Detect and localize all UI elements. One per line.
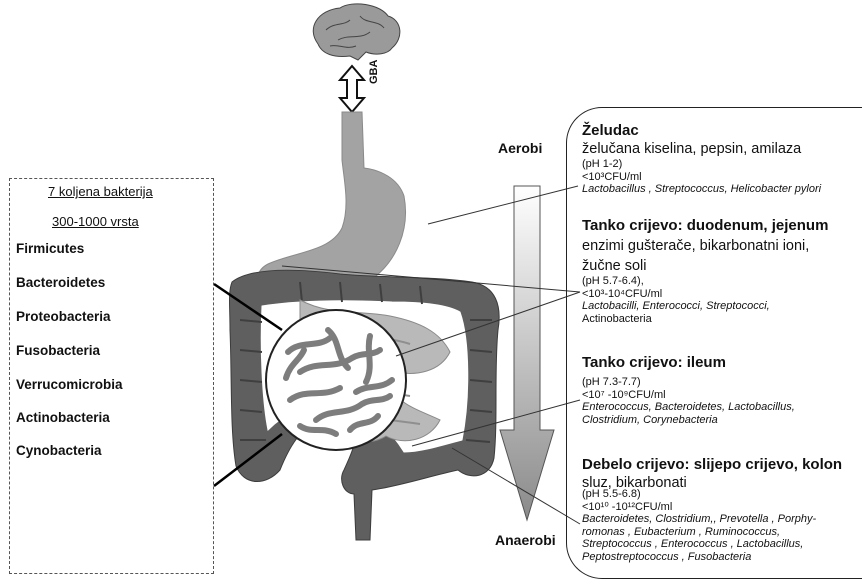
section-zeludac: Želudac želučana kiselina, pepsin, amila… [582,122,862,196]
aerobi-label: Aerobi [498,140,542,156]
section-cfu: <10¹⁰ -10¹²CFU/ml [582,501,862,514]
anaerobi-label: Anaerobi [495,532,556,548]
section-cfu: <10³CFU/ml [582,171,862,184]
section-text: želučana kiselina, pepsin, amilaza [582,140,862,158]
section-bacteria: romonas , Eubacterium , Ruminococcus, [582,526,862,539]
section-ileum: Tanko crijevo: ileum (pH 7.3-7.7) <10⁷ -… [582,354,862,426]
section-bacteria: Peptostreptococcus , Fusobacteria [582,551,862,564]
section-bacteria: Clostridium, Corynebacteria [582,414,862,427]
section-title: Debelo crijevo: slijepo crijevo, kolon [582,456,862,474]
phylum-item: Firmicutes [16,241,84,256]
section-bacteria: Actinobacteria [582,313,862,326]
section-bacteria: Bacteroidetes, Clostridium,, Prevotella … [582,513,862,526]
phylum-item: Cynobacteria [16,443,102,458]
phylum-item: Verrucomicrobia [16,377,123,392]
gba-double-arrow [340,66,364,112]
section-ph: (pH 1-2) [582,158,862,171]
section-bacteria: Enterococcus, Bacteroidetes, Lactobacill… [582,401,862,414]
phylum-item: Actinobacteria [16,410,110,425]
section-ph: (pH 5.7-6.4), [582,275,862,288]
section-bacteria: Lactobacilli, Enterococci, Streptococci, [582,300,862,313]
section-text: enzimi gušterače, bikarbonatni ioni, [582,237,862,255]
phylum-item: Proteobacteria [16,309,111,324]
section-cfu: <10⁷ -10⁹CFU/ml [582,389,862,402]
phyla-header: 7 koljena bakterija [48,184,153,199]
section-title: Tanko crijevo: duodenum, jejenum [582,217,862,235]
phylum-item: Fusobacteria [16,343,100,358]
section-ph: (pH 5.5-6.8) [582,488,862,501]
section-cfu: <10³-10⁴CFU/ml [582,288,862,301]
section-bacteria: Lactobacillus , Streptococcus, Helicobac… [582,183,862,196]
section-title: Tanko crijevo: ileum [582,354,862,372]
brain-icon [313,4,400,60]
section-debelo-crijevo: Debelo crijevo: slijepo crijevo, kolon s… [582,456,862,563]
oxygen-gradient-arrow [500,186,554,520]
section-ph: (pH 7.3-7.7) [582,376,862,389]
section-title: Želudac [582,122,862,140]
gba-label: GBA [368,60,380,84]
phylum-item: Bacteroidetes [16,275,105,290]
section-text: žučne soli [582,257,862,275]
phyla-box: 7 koljena bakterija 300-1000 vrsta Firmi… [9,178,214,574]
species-header: 300-1000 vrsta [52,214,139,229]
section-bacteria: Streptococcus , Enterococcus , Lactobaci… [582,538,862,551]
section-tanko-crijevo: Tanko crijevo: duodenum, jejenum enzimi … [582,217,862,325]
